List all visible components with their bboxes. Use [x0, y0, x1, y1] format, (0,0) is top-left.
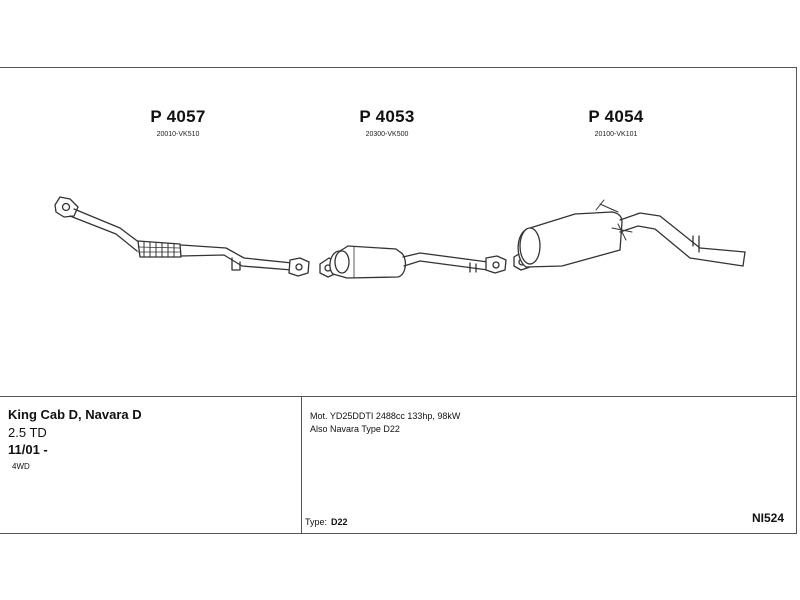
type-label: Type:	[305, 517, 328, 527]
front-pipe-drawing	[54, 196, 310, 277]
type-row: Type:D22	[305, 517, 348, 527]
center-muffler-drawing	[319, 245, 507, 279]
part-number: P 4053	[359, 107, 415, 126]
info-divider-vertical	[301, 396, 302, 533]
vehicle-date-range: 11/01 -	[8, 442, 48, 457]
catalog-code: NI524	[752, 511, 785, 525]
vehicle-model: King Cab D, Navara D	[8, 407, 142, 422]
part-oem-code: 20010-VK510	[156, 131, 200, 138]
catalog-sheet	[0, 67, 797, 534]
rear-muffler-drawing	[513, 199, 746, 271]
type-value: D22	[331, 517, 348, 527]
part-label-front-pipe: P 4057 20010-VK510	[118, 107, 238, 138]
vehicle-engine: 2.5 TD	[8, 425, 47, 440]
notes-line-motor: Mot. YD25DDTI 2488cc 133hp, 98kW	[310, 411, 461, 421]
vehicle-info: King Cab D, Navara D 2.5 TD 11/01 - 4WD	[8, 407, 142, 471]
notes-line-also: Also Navara Type D22	[310, 424, 400, 434]
part-number: P 4057	[150, 107, 206, 126]
part-oem-code: 20100-VK101	[594, 131, 638, 138]
part-label-rear-muffler: P 4054 20100-VK101	[556, 107, 676, 138]
engine-notes: Mot. YD25DDTI 2488cc 133hp, 98kW Also Na…	[310, 410, 460, 436]
info-divider-horizontal	[0, 396, 797, 397]
part-oem-code: 20300-VK500	[365, 131, 409, 138]
part-label-center-muffler: P 4053 20300-VK500	[327, 107, 447, 138]
part-number: P 4054	[588, 107, 644, 126]
vehicle-drive-type: 4WD	[12, 462, 30, 471]
